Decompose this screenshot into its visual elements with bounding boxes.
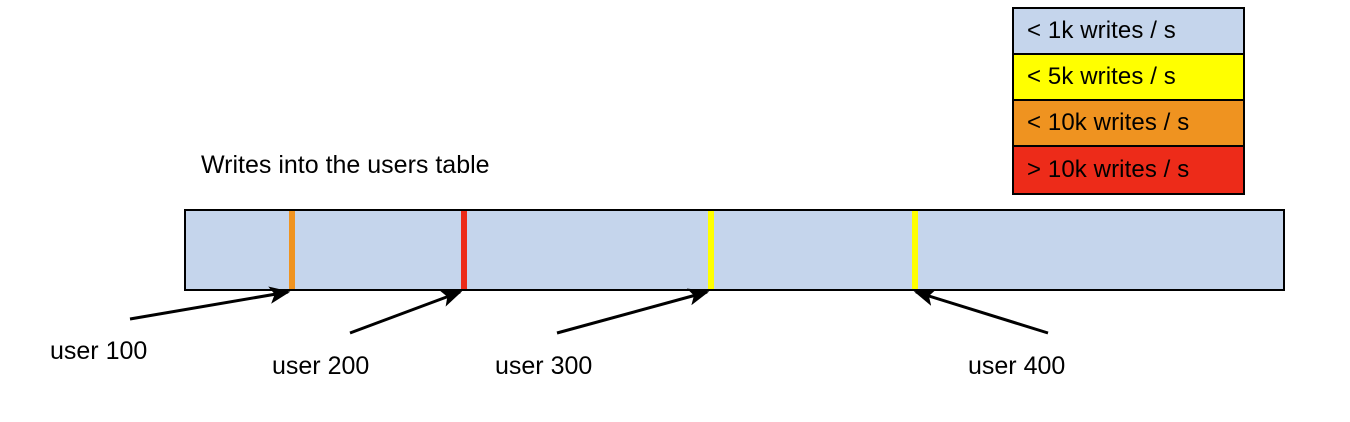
arrow-user-100 [129, 286, 291, 321]
arrow-user-400 [913, 289, 1049, 335]
legend-row-lt-5k: < 5k writes / s [1014, 55, 1243, 101]
legend-label-gt-10k: > 10k writes / s [1027, 156, 1190, 183]
legend-row-lt-1k: < 1k writes / s [1014, 9, 1243, 55]
callout-user-200: user 200 [272, 352, 370, 380]
legend-label-lt-5k: < 5k writes / s [1027, 63, 1176, 90]
users-table-bar [184, 209, 1285, 291]
callout-user-100: user 100 [50, 337, 148, 365]
legend: < 1k writes / s < 5k writes / s < 10k wr… [1012, 7, 1245, 195]
arrow-user-300 [556, 288, 710, 335]
stripe-user-400 [912, 211, 918, 289]
stripe-user-200 [461, 211, 467, 289]
callout-user-400: user 400 [968, 352, 1066, 380]
chart-title: Writes into the users table [201, 151, 490, 179]
legend-row-gt-10k: > 10k writes / s [1014, 147, 1243, 193]
callout-user-300: user 300 [495, 352, 593, 380]
legend-row-lt-10k: < 10k writes / s [1014, 101, 1243, 147]
legend-label-lt-1k: < 1k writes / s [1027, 17, 1176, 44]
legend-label-lt-10k: < 10k writes / s [1027, 109, 1190, 136]
arrow-user-200 [349, 290, 463, 335]
stripe-user-300 [708, 211, 714, 289]
stripe-user-100 [289, 211, 295, 289]
